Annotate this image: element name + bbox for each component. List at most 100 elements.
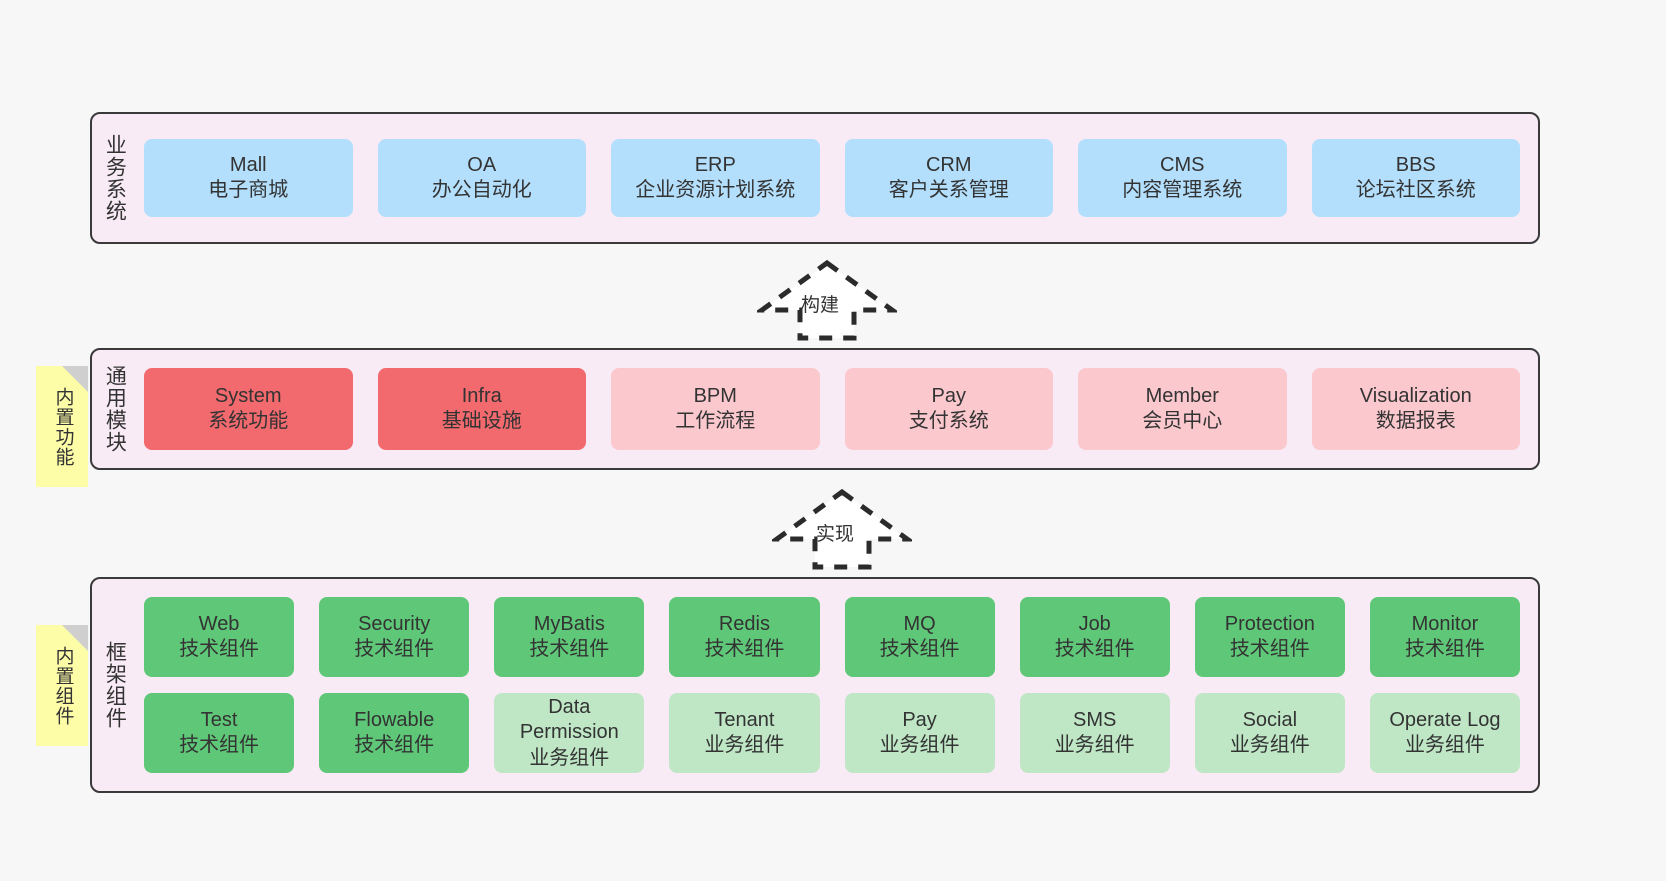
box-system[interactable]: System 系统功能 xyxy=(144,368,353,450)
box-title: MyBatis xyxy=(533,612,605,635)
connector-implement-label: 实现 xyxy=(816,524,855,545)
box-subtitle: 支付系统 xyxy=(908,410,989,432)
box-subtitle: 技术组件 xyxy=(1054,638,1135,660)
connector-implement: 实现 xyxy=(772,487,912,571)
box-title: CMS xyxy=(1160,153,1205,176)
box-subtitle: 工作流程 xyxy=(675,410,756,432)
box-oa[interactable]: OA 办公自动化 xyxy=(377,139,586,217)
box-crm[interactable]: CRM 客户关系管理 xyxy=(844,139,1053,217)
box-title: Visualization xyxy=(1359,384,1472,407)
box-title: Member xyxy=(1145,384,1219,407)
box-title: Pay xyxy=(931,384,966,407)
box-tenant[interactable]: Tenant 业务组件 xyxy=(669,693,820,773)
box-visualization[interactable]: Visualization 数据报表 xyxy=(1311,368,1520,450)
box-subtitle: 技术组件 xyxy=(179,638,260,660)
box-subtitle: 业务组件 xyxy=(1404,734,1485,756)
box-mq[interactable]: MQ 技术组件 xyxy=(844,597,995,677)
layer-business-system: 业务系统 Mall 电子商城 OA 办公自动化 ERP 企业资源计划系统 CRM… xyxy=(90,112,1540,244)
box-subtitle: 论坛社区系统 xyxy=(1355,179,1476,201)
box-erp[interactable]: ERP 企业资源计划系统 xyxy=(611,139,820,217)
box-mall[interactable]: Mall 电子商城 xyxy=(144,139,353,217)
box-cms[interactable]: CMS 内容管理系统 xyxy=(1078,139,1287,217)
box-title: CRM xyxy=(925,153,972,176)
box-title: BPM xyxy=(693,384,737,407)
box-subtitle: 技术组件 xyxy=(179,734,260,756)
box-subtitle: 办公自动化 xyxy=(431,179,532,201)
note-fold-corner-icon xyxy=(62,366,88,392)
box-mybatis[interactable]: MyBatis 技术组件 xyxy=(494,597,645,677)
box-sms[interactable]: SMS 业务组件 xyxy=(1019,693,1170,773)
layer-common-modules: 通用模块 System 系统功能 Infra 基础设施 BPM 工作流程 Pay… xyxy=(90,348,1540,470)
box-subtitle: 企业资源计划系统 xyxy=(635,179,796,201)
box-monitor[interactable]: Monitor 技术组件 xyxy=(1369,597,1520,677)
box-title: Job xyxy=(1078,612,1111,635)
box-subtitle: 技术组件 xyxy=(1404,638,1485,660)
note-fold-corner-icon xyxy=(62,625,88,651)
layer-body-framework-components: Web 技术组件 Security 技术组件 MyBatis 技术组件 Redi… xyxy=(136,579,1538,791)
box-title: Redis xyxy=(718,612,770,635)
box-flowable[interactable]: Flowable 技术组件 xyxy=(319,693,470,773)
box-title: Social xyxy=(1242,708,1298,731)
box-title: Tenant xyxy=(714,708,775,731)
box-title: BBS xyxy=(1395,153,1436,176)
box-title: Protection xyxy=(1224,612,1315,635)
note-builtin-features: 内置功能 xyxy=(36,366,88,487)
box-title: SMS xyxy=(1073,708,1117,731)
box-subtitle: 电子商城 xyxy=(208,179,289,201)
box-security[interactable]: Security 技术组件 xyxy=(319,597,470,677)
box-subtitle: 系统功能 xyxy=(208,410,289,432)
box-redis[interactable]: Redis 技术组件 xyxy=(669,597,820,677)
box-subtitle: 业务组件 xyxy=(1054,734,1135,756)
connector-build: 构建 xyxy=(757,258,897,342)
layer-framework-components: 框架组件 Web 技术组件 Security 技术组件 MyBatis 技术组件… xyxy=(90,577,1540,793)
box-bpm[interactable]: BPM 工作流程 xyxy=(611,368,820,450)
box-pay-business[interactable]: Pay 业务组件 xyxy=(844,693,995,773)
box-title: Test xyxy=(200,708,238,731)
box-subtitle: 技术组件 xyxy=(354,734,435,756)
box-title: System xyxy=(214,384,282,407)
layer-title-business-system: 业务系统 xyxy=(103,134,127,222)
box-social[interactable]: Social 业务组件 xyxy=(1194,693,1345,773)
box-subtitle: 会员中心 xyxy=(1142,410,1223,432)
box-title: Security xyxy=(358,612,431,635)
box-subtitle: 技术组件 xyxy=(1229,638,1310,660)
box-web[interactable]: Web 技术组件 xyxy=(144,597,295,677)
note-label: 内置组件 xyxy=(52,645,74,726)
box-title: Operate Log xyxy=(1389,708,1501,731)
box-subtitle: 基础设施 xyxy=(441,410,522,432)
implement-arrow-icon xyxy=(772,488,912,570)
box-data-permission[interactable]: Data Permission 业务组件 xyxy=(494,693,645,773)
box-title: Infra xyxy=(461,384,502,407)
box-subtitle: 数据报表 xyxy=(1375,410,1456,432)
box-job[interactable]: Job 技术组件 xyxy=(1019,597,1170,677)
box-title: ERP xyxy=(694,153,736,176)
box-member[interactable]: Member 会员中心 xyxy=(1078,368,1287,450)
box-title: Web xyxy=(198,612,240,635)
box-title: Monitor xyxy=(1411,612,1479,635)
layer-body-common-modules: System 系统功能 Infra 基础设施 BPM 工作流程 Pay 支付系统… xyxy=(136,350,1538,468)
box-subtitle: 业务组件 xyxy=(879,734,960,756)
note-builtin-components: 内置组件 xyxy=(36,625,88,746)
box-subtitle: 业务组件 xyxy=(704,734,785,756)
box-subtitle: 技术组件 xyxy=(354,638,435,660)
box-test[interactable]: Test 技术组件 xyxy=(144,693,295,773)
box-subtitle: 技术组件 xyxy=(879,638,960,660)
box-bbs[interactable]: BBS 论坛社区系统 xyxy=(1311,139,1520,217)
box-title: MQ xyxy=(903,612,936,635)
row-tech-components-2: Test 技术组件 Flowable 技术组件 Data Permission … xyxy=(144,693,1520,773)
row-common-modules: System 系统功能 Infra 基础设施 BPM 工作流程 Pay 支付系统… xyxy=(144,368,1520,450)
box-infra[interactable]: Infra 基础设施 xyxy=(377,368,586,450)
box-subtitle: 业务组件 xyxy=(529,746,610,769)
build-arrow-icon xyxy=(757,259,897,341)
box-operate-log[interactable]: Operate Log 业务组件 xyxy=(1369,693,1520,773)
box-title: Data Permission xyxy=(519,696,619,744)
box-title: Mall xyxy=(229,153,267,176)
box-protection[interactable]: Protection 技术组件 xyxy=(1194,597,1345,677)
box-pay[interactable]: Pay 支付系统 xyxy=(844,368,1053,450)
layer-body-business-system: Mall 电子商城 OA 办公自动化 ERP 企业资源计划系统 CRM 客户关系… xyxy=(136,114,1538,242)
layer-title-framework-components: 框架组件 xyxy=(103,641,127,729)
note-label: 内置功能 xyxy=(52,386,74,467)
layer-title-common-modules: 通用模块 xyxy=(103,365,127,453)
box-subtitle: 客户关系管理 xyxy=(888,179,1009,201)
